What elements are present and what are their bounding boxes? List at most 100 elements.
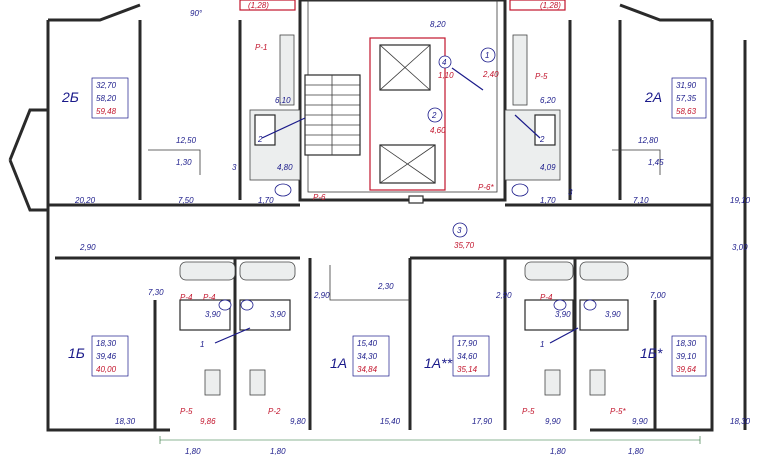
interior-walls <box>48 20 712 430</box>
room-area: 2,40 <box>482 70 499 79</box>
riser-label: Р-4 <box>203 293 216 302</box>
marker-number: 2 <box>431 111 437 120</box>
room-area: 6,10 <box>275 96 291 105</box>
room-area: 3,00 <box>732 243 748 252</box>
apt-1b-right-total-balc: 39,64 <box>676 365 697 374</box>
room-area: 1,70 <box>540 196 556 205</box>
apt-1a-total: 34,30 <box>357 352 378 361</box>
room-area: 7,50 <box>178 196 194 205</box>
room-area: 3,90 <box>270 310 286 319</box>
room-area: 12,50 <box>176 136 197 145</box>
room-area: 9,90 <box>545 417 561 426</box>
room-area: 15,40 <box>380 417 401 426</box>
riser-label: Р-6 <box>313 193 326 202</box>
room-area: 7,10 <box>633 196 649 205</box>
room-area: 1,80 <box>270 447 286 456</box>
apt-2a-living: 31,90 <box>676 81 697 90</box>
room-area: (1,28) <box>248 1 269 10</box>
room-area: 12,80 <box>638 136 659 145</box>
room-area: 20,20 <box>74 196 96 205</box>
room-area: 1,80 <box>185 447 201 456</box>
room-area: 18,30 <box>115 417 136 426</box>
marker-number: 2 <box>539 135 545 144</box>
riser-label: Р-4 <box>540 293 553 302</box>
riser-label: Р-5 <box>535 72 548 81</box>
apt-2b-name: 2Б <box>61 89 79 105</box>
apt-1a-living: 15,40 <box>357 339 378 348</box>
angle-label: 90° <box>190 9 203 18</box>
room-area: 19,10 <box>730 196 751 205</box>
marker-number: 2 <box>257 135 263 144</box>
room-area: 1,70 <box>258 196 274 205</box>
room-area: 35,70 <box>454 241 475 250</box>
room-area: 7,30 <box>148 288 164 297</box>
room-area: 3,90 <box>555 310 571 319</box>
apt-1b-left-total-balc: 40,00 <box>96 365 117 374</box>
apt-2b-total: 58,20 <box>96 94 117 103</box>
room-area: 7,00 <box>650 291 666 300</box>
room-area: 3,90 <box>205 310 221 319</box>
bathroom-fixtures <box>179 34 629 396</box>
apt-1a-name: 1А <box>330 355 347 371</box>
marker-number: 3 <box>457 226 462 235</box>
dimension-lines <box>159 436 701 444</box>
room-area: 9,90 <box>632 417 648 426</box>
room-area: 1,80 <box>628 447 644 456</box>
apt-1b-left-living: 18,30 <box>96 339 117 348</box>
riser-lines <box>214 67 579 344</box>
marker-number: 3 <box>232 163 237 172</box>
apt-1a2-living: 17,90 <box>457 339 478 348</box>
room-area: 2,90 <box>495 291 512 300</box>
room-area: 1,10 <box>438 71 454 80</box>
apartment-labels: 2Б 32,70 58,20 59,48 2А 31,90 57,35 58,6… <box>61 81 697 374</box>
outer-walls <box>8 0 747 432</box>
room-area: 17,90 <box>472 417 493 426</box>
apt-2a-name: 2А <box>644 89 662 105</box>
room-area: 2,30 <box>377 282 394 291</box>
marker-number: 3 <box>568 188 573 197</box>
apt-2a-total-balc: 58,63 <box>676 107 697 116</box>
room-area: 2,90 <box>313 291 330 300</box>
apt-1b-right-total: 39,10 <box>676 352 697 361</box>
riser-label: Р-5 <box>522 407 535 416</box>
apt-1a-total-balc: 34,84 <box>357 365 378 374</box>
apt-2b-total-balc: 59,48 <box>96 107 117 116</box>
marker-number: 1 <box>200 340 204 349</box>
marker-number: 4 <box>442 58 447 67</box>
room-area: 1,30 <box>176 158 192 167</box>
apt-1b-right-name: 1Б* <box>640 345 663 361</box>
apt-2a-total: 57,35 <box>676 94 697 103</box>
apt-1b-right-living: 18,30 <box>676 339 697 348</box>
room-area: 6,20 <box>540 96 556 105</box>
staircase <box>304 74 361 156</box>
room-area: 1,45 <box>648 158 664 167</box>
room-area: 9,80 <box>290 417 306 426</box>
riser-label: Р-2 <box>268 407 281 416</box>
room-area: 9,86 <box>200 417 216 426</box>
riser-label: Р-1 <box>255 43 267 52</box>
riser-label: Р-5 <box>180 407 193 416</box>
room-area: 8,20 <box>430 20 446 29</box>
marker-number: 1 <box>485 51 489 60</box>
room-area: 4,60 <box>430 126 446 135</box>
room-area: 1,80 <box>550 447 566 456</box>
riser-labels: Р-1 Р-5 Р-6 Р-6* Р-4 Р-4 Р-4 Р-5 Р-2 Р-5… <box>180 43 626 416</box>
marker-circles <box>427 47 496 238</box>
apt-1a2-name: 1А** <box>424 355 453 371</box>
marker-labels: 1 2 3 4 2 3 2 3 1 1 <box>200 51 573 349</box>
room-area: 4,80 <box>277 163 293 172</box>
apt-1b-left-name: 1Б <box>68 345 85 361</box>
elevator-shafts <box>239 0 566 204</box>
riser-label: Р-6* <box>478 183 494 192</box>
room-area: 4,09 <box>540 163 556 172</box>
room-area: 3,90 <box>605 310 621 319</box>
apt-2b-living: 32,70 <box>96 81 117 90</box>
apt-1a2-total-balc: 35,14 <box>457 365 478 374</box>
apt-1a2-total: 34,60 <box>457 352 478 361</box>
apt-1b-left-total: 39,46 <box>96 352 117 361</box>
room-area: 18,30 <box>730 417 751 426</box>
marker-number: 1 <box>540 340 544 349</box>
riser-label: Р-5* <box>610 407 626 416</box>
room-area: (1,28) <box>540 1 561 10</box>
